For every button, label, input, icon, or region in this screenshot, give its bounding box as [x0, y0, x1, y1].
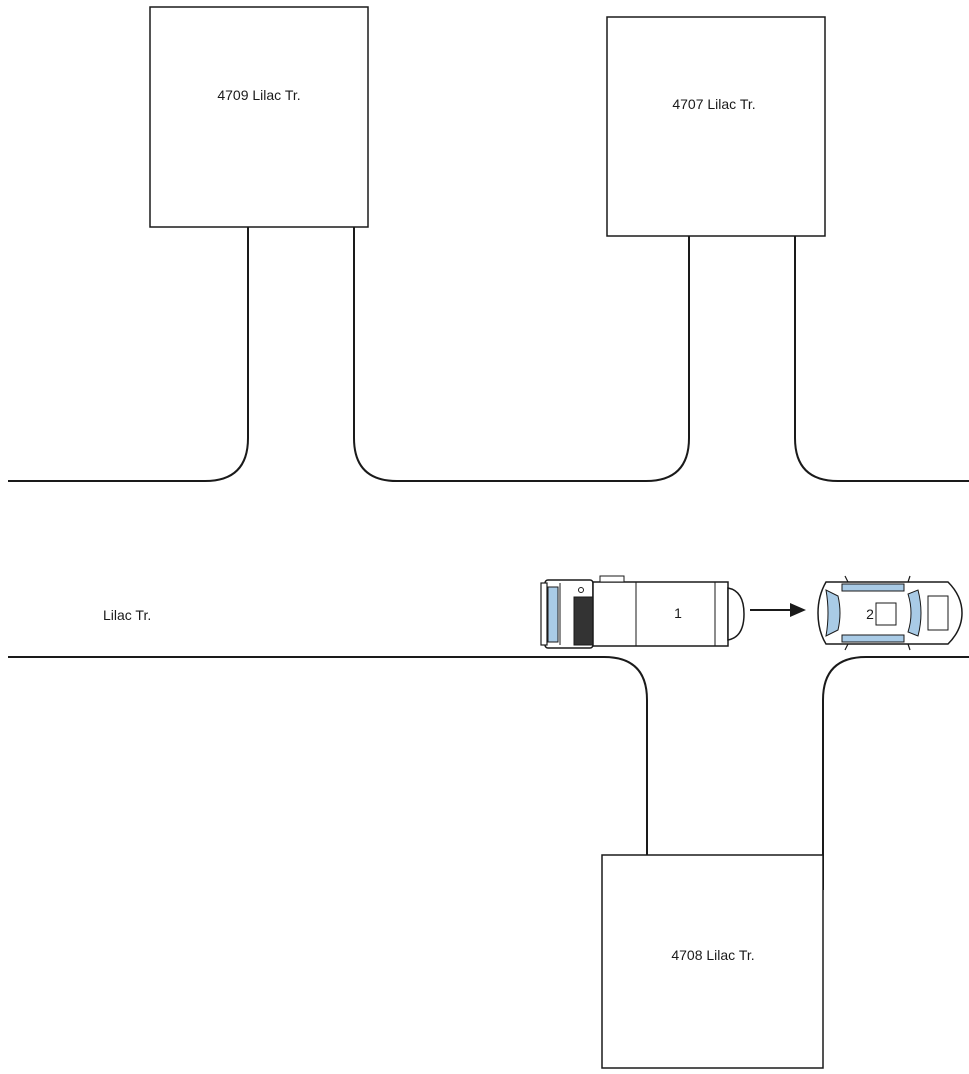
travel-direction-arrow-icon [750, 603, 806, 617]
house-4707 [606, 16, 826, 237]
house-4708 [601, 854, 824, 1069]
house-4707-label: 4707 Lilac Tr. [672, 96, 755, 112]
north-curb [8, 227, 969, 482]
street-name-label: Lilac Tr. [103, 607, 151, 623]
vehicle-1-truck-icon [540, 575, 745, 649]
south-curb [8, 656, 969, 890]
road-edges [8, 227, 969, 890]
vehicle-2-car-icon [817, 575, 963, 651]
house-4709 [149, 6, 369, 228]
house-4709-label: 4709 Lilac Tr. [217, 87, 300, 103]
vehicle-1-number: 1 [674, 605, 682, 621]
house-4708-label: 4708 Lilac Tr. [671, 947, 754, 963]
vehicle-2-number: 2 [866, 606, 874, 622]
